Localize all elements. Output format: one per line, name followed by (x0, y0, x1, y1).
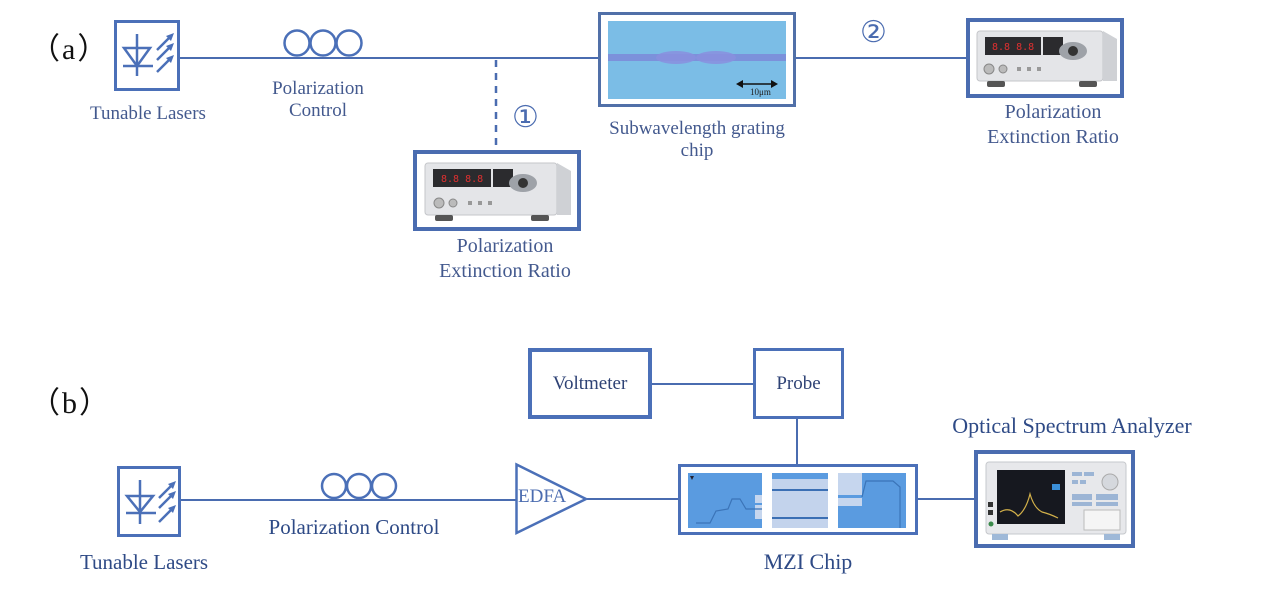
grating-taper-right (696, 51, 736, 64)
per-meter-frame: 8.8 8.8 (966, 18, 1124, 98)
wire-voltmeter-to-probe (650, 383, 754, 385)
osa-label: Optical Spectrum Analyzer (952, 413, 1192, 438)
wire-probe-to-chip (796, 417, 798, 465)
polarization-control-label-line1: Polarization (272, 78, 364, 99)
laser-diode-icon (117, 466, 181, 537)
osa-frame (974, 450, 1135, 548)
fiber-line-laser-to-chip (176, 57, 600, 59)
per-meter-device-icon: 8.8 8.8 (976, 30, 1117, 87)
svg-text:8.8 8.8: 8.8 8.8 (992, 42, 1034, 53)
chip-frame: 10μm (598, 12, 796, 107)
voltmeter-label: Voltmeter (552, 372, 628, 394)
chip-micrograph: 10μm (608, 21, 786, 99)
scale-bar-label: 10μm (750, 87, 771, 97)
dashed-tap-line (494, 60, 498, 152)
per-meter-device-icon: 8.8 8.8 (424, 162, 571, 221)
per-meter-label-line2: Extinction Ratio (987, 126, 1119, 148)
mzi-chip-label: MZI Chip (763, 549, 853, 574)
fiber-line-chip-to-osa (916, 498, 974, 500)
scale-bar-arrow (736, 80, 778, 88)
tunable-laser-label: Tunable Lasers (90, 103, 206, 124)
amplifier-triangle-icon (515, 462, 589, 536)
chip-label-line2: chip (680, 140, 714, 161)
svg-text:8.8 8.8: 8.8 8.8 (441, 174, 483, 185)
per-meter-label-line2: Extinction Ratio (439, 260, 571, 282)
osa-device-icon (985, 461, 1127, 540)
tunable-laser-label: Tunable Lasers (79, 550, 209, 574)
voltmeter-box[interactable]: Voltmeter (528, 348, 652, 419)
laser-diode-icon (114, 20, 180, 91)
polarization-control-label-line2: Control (288, 100, 348, 121)
per-meter-label-line1: Polarization (1004, 101, 1102, 123)
probe-box[interactable]: Probe (753, 348, 844, 419)
probe-label: Probe (776, 372, 821, 394)
output-marker-2: ② (860, 15, 887, 50)
fiber-line-edfa-to-chip (587, 498, 679, 500)
tap-marker-1: ① (512, 100, 539, 135)
fiber-loop-icon (283, 29, 363, 57)
mzi-chip-frame (678, 464, 918, 535)
chip-label-line1: Subwavelength grating (609, 118, 785, 139)
mzi-micrographs (688, 473, 906, 528)
grating-taper-left (656, 51, 696, 64)
panel-a-label: （a） (30, 33, 110, 66)
per-meter-label-line1: Polarization (456, 235, 554, 257)
fiber-loop-icon (320, 472, 398, 500)
fiber-line-laser-to-edfa (180, 499, 516, 501)
polarization-control-label: Polarization Control (268, 515, 440, 539)
panel-b-label: （b） (30, 387, 111, 420)
fiber-line-chip-to-meter (795, 57, 967, 59)
edfa-label: EDFA (518, 486, 567, 507)
per-meter-frame: 8.8 8.8 (413, 150, 581, 231)
